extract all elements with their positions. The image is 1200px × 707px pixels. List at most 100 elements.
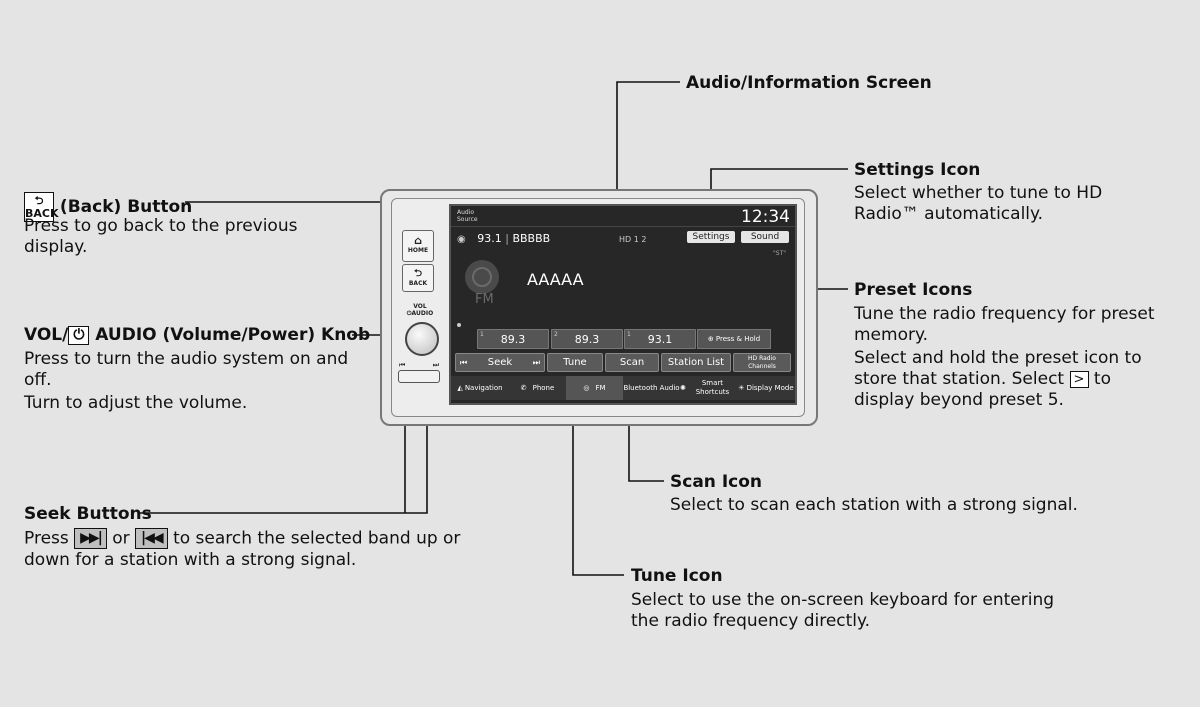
- fm-band-logo-icon: [465, 260, 499, 294]
- back-key-icon: ⮌BACK: [24, 192, 59, 222]
- back-icon: ⮌: [413, 268, 422, 279]
- song-title: AAAAA: [527, 270, 584, 289]
- bottom-bar: [451, 376, 795, 400]
- station-separator: |: [505, 232, 513, 245]
- display-mode-label: Display Mode: [746, 383, 794, 392]
- navigation-button[interactable]: ◭Navigation: [451, 376, 509, 400]
- radio-signal-icon: ◉: [457, 234, 466, 245]
- station-list-button[interactable]: Station List: [661, 353, 731, 372]
- home-button-label: HOME: [407, 247, 429, 254]
- vol-desc-1: Press to turn the audio system on and of…: [24, 349, 349, 390]
- callout-tune-title: Tune Icon: [631, 566, 723, 586]
- back-button-label: BACK: [408, 280, 428, 287]
- knob-label: VOL ⏻AUDIO: [400, 303, 440, 317]
- seek-desc-text: to search the selected band up or down f…: [24, 528, 461, 570]
- bluetooth-audio-label: Bluetooth Audio: [623, 383, 680, 392]
- hd-channel-indicator: HD 1 2: [619, 235, 647, 244]
- callout-tune-desc: Select to use the on-screen keyboard for…: [631, 590, 1055, 631]
- vol-title-prefix: VOL/: [24, 325, 69, 345]
- power-icon: ⏻: [68, 325, 90, 345]
- seek-next-icon: ⏭: [432, 361, 439, 369]
- fm-label: FM: [595, 383, 606, 392]
- preset-button-1[interactable]: 1 89.3: [477, 329, 549, 349]
- preset-number: 1: [627, 331, 631, 338]
- preset-button-2[interactable]: 2 89.3: [551, 329, 623, 349]
- stereo-indicator: "ST": [773, 250, 786, 257]
- seek-control[interactable]: ⏮ Seek ⏭: [455, 353, 545, 372]
- sound-button[interactable]: Sound: [741, 231, 789, 243]
- station-name: BBBBB: [512, 232, 551, 245]
- seek-rocker[interactable]: [398, 370, 440, 383]
- seek-or-text: or: [112, 528, 130, 549]
- preset-button-3[interactable]: 1 93.1: [624, 329, 696, 349]
- vol-audio-knob[interactable]: [405, 322, 439, 356]
- audio-information-screen: Audio Source 12:34 ◉ 93.1 | BBBBB HD 1 2…: [449, 204, 797, 405]
- scan-button[interactable]: Scan: [605, 353, 659, 372]
- back-key-label: BACK: [25, 207, 59, 220]
- smart-shortcuts-button[interactable]: ✺Smart Shortcuts: [680, 376, 737, 400]
- clock: 12:34: [741, 207, 790, 227]
- preset-number: 1: [480, 331, 484, 338]
- knob-label-top: VOL: [413, 303, 427, 310]
- callout-seek-title: Seek Buttons: [24, 504, 152, 524]
- hd-radio-channels-button[interactable]: HD Radio Channels: [733, 353, 791, 372]
- callout-scan-title: Scan Icon: [670, 472, 762, 492]
- leader-tune: [572, 366, 624, 576]
- home-button[interactable]: ⌂ HOME: [402, 230, 434, 262]
- top-divider: [451, 226, 795, 227]
- preset-frequency: 93.1: [647, 333, 673, 346]
- fm-button[interactable]: ◎ FM: [566, 376, 623, 400]
- leader-audio-screen: [616, 81, 680, 206]
- vol-title-suffix: AUDIO (Volume/Power) Knob: [95, 325, 371, 345]
- bluetooth-audio-button[interactable]: Bluetooth Audio: [623, 376, 680, 400]
- display-mode-button[interactable]: ☀Display Mode: [737, 376, 795, 400]
- smart-shortcuts-icon: ✺: [680, 383, 686, 392]
- preset-frequency: 89.3: [500, 333, 526, 346]
- callout-seek-desc: Press ▶▶| or |◀◀ to search the selected …: [24, 528, 464, 571]
- audio-source-button[interactable]: Audio Source: [457, 209, 478, 223]
- seek-prev-key-icon: |◀◀: [135, 528, 168, 549]
- preset-desc-2-before: Select and hold the preset icon to store…: [854, 348, 1142, 389]
- callout-preset-desc: Tune the radio frequency for preset memo…: [854, 304, 1174, 411]
- hd-radio-channels-label: HD Radio Channels: [748, 355, 776, 370]
- back-button[interactable]: ⮌ BACK: [402, 264, 434, 292]
- display-mode-icon: ☀: [738, 383, 745, 392]
- navigation-label: Navigation: [464, 383, 503, 392]
- press-hold-button[interactable]: ⊕ Press & Hold: [697, 329, 771, 349]
- callout-scan-desc: Select to scan each station with a stron…: [670, 495, 1078, 515]
- seek-labels: ⏮ ⏭: [399, 361, 439, 370]
- seek-prev-icon[interactable]: ⏮: [460, 358, 468, 367]
- callout-back-title: ⮌BACK (Back) Button: [24, 192, 192, 222]
- preset-desc-2: Select and hold the preset icon to store…: [854, 348, 1174, 411]
- preset-number: 2: [554, 331, 558, 338]
- seek-label: Seek: [487, 357, 513, 368]
- station-frequency: 93.1: [477, 232, 502, 245]
- back-title-text: (Back) Button: [59, 197, 193, 217]
- settings-button[interactable]: Settings: [687, 231, 735, 243]
- seek-next-icon[interactable]: ⏭: [532, 358, 540, 367]
- callout-vol-title: VOL/⏻ AUDIO (Volume/Power) Knob: [24, 325, 370, 345]
- callout-audio-screen-title: Audio/Information Screen: [686, 73, 932, 93]
- tune-button[interactable]: Tune: [547, 353, 603, 372]
- station-row: ◉ 93.1 | BBBBB: [457, 232, 550, 245]
- vol-desc-2: Turn to adjust the volume.: [24, 393, 248, 413]
- seek-press-text: Press: [24, 528, 69, 549]
- preset-desc-2-after: to display beyond preset 5.: [854, 369, 1111, 410]
- fm-icon: ◎: [583, 383, 590, 392]
- preset-desc-1: Tune the radio frequency for preset memo…: [854, 304, 1155, 345]
- seek-prev-icon: ⏮: [399, 361, 406, 369]
- seek-next-key-icon: ▶▶|: [74, 528, 107, 549]
- knob-label-bottom: ⏻AUDIO: [406, 310, 434, 317]
- navigation-icon: ◭: [457, 383, 463, 392]
- phone-label: Phone: [532, 383, 555, 392]
- preset-frequency: 89.3: [574, 333, 600, 346]
- phone-icon: ✆: [520, 383, 527, 392]
- more-presets-key-icon: >: [1069, 370, 1089, 388]
- callout-back-desc: Press to go back to the previous display…: [24, 216, 298, 257]
- callout-vol-desc: Press to turn the audio system on and of…: [24, 349, 359, 414]
- home-icon: ⌂: [414, 234, 422, 247]
- band-logo-label: FM: [475, 292, 494, 307]
- callout-preset-title: Preset Icons: [854, 280, 973, 300]
- phone-button[interactable]: ✆ Phone: [509, 376, 566, 400]
- callout-settings-desc: Select whether to tune to HD Radio™ auto…: [854, 183, 1103, 224]
